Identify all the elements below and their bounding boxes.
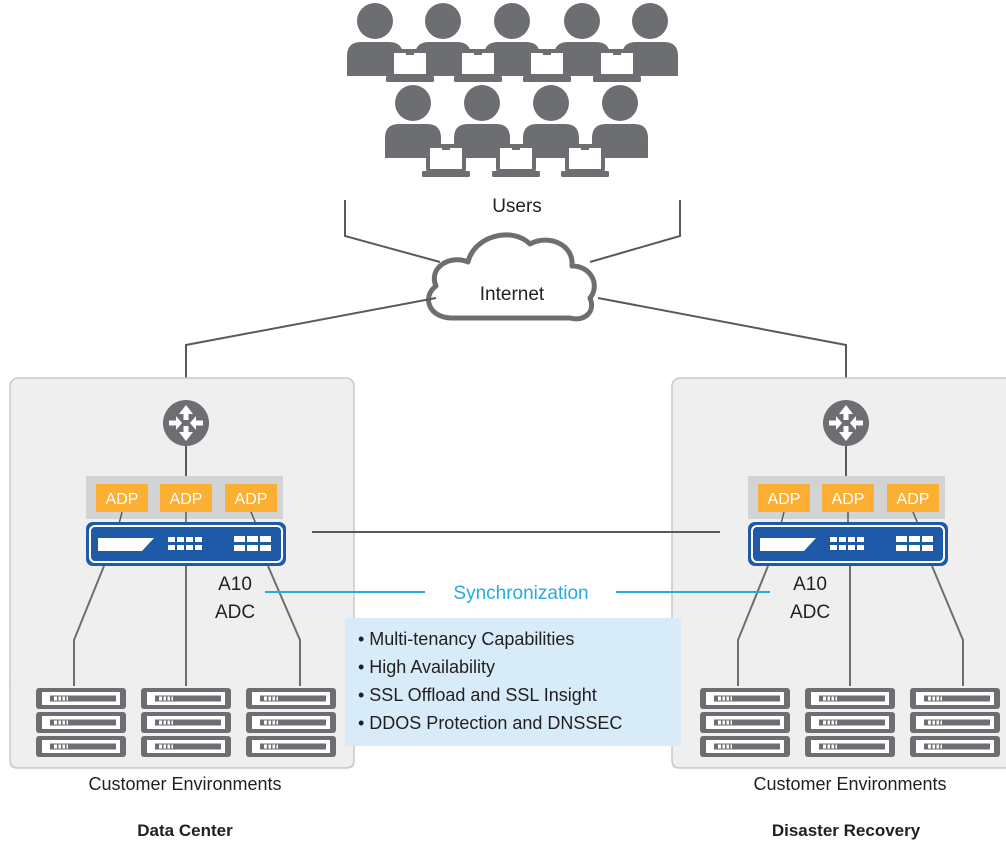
disaster-recovery-site: ADP ADP ADP A10 ADC (700, 400, 1000, 757)
server-icon (246, 712, 336, 733)
site-label-disaster-recovery: Disaster Recovery (772, 821, 921, 840)
server-icon (141, 688, 231, 709)
adp-module (225, 484, 277, 512)
laptop-icon (420, 144, 472, 179)
laptop-icon (591, 49, 643, 84)
capability-item: • High Availability (358, 657, 495, 677)
server-icon (910, 736, 1000, 757)
customer-environments-label: Customer Environments (88, 774, 281, 794)
adc-label-line2: ADC (790, 602, 830, 623)
adp-label: ADP (897, 491, 930, 508)
adp-label: ADP (170, 491, 203, 508)
adp-module (758, 484, 810, 512)
users-label: Users (492, 196, 542, 217)
adp-module (160, 484, 212, 512)
server-icon (36, 688, 126, 709)
server-icon (805, 736, 895, 757)
adc-appliance-icon (85, 521, 287, 567)
sync-label: Synchronization (453, 583, 588, 604)
router-icon (163, 400, 209, 446)
adp-label: ADP (235, 491, 268, 508)
cloud-icon (426, 232, 597, 322)
server-icon (805, 712, 895, 733)
server-icon (141, 712, 231, 733)
server-icon (36, 736, 126, 757)
server-icon (246, 688, 336, 709)
laptop-icon (559, 144, 611, 179)
laptop-icon (452, 49, 504, 84)
adp-label: ADP (106, 491, 139, 508)
server-icon (700, 712, 790, 733)
users-connectors (344, 200, 681, 263)
adp-label: ADP (832, 491, 865, 508)
adp-module (822, 484, 874, 512)
users-group (347, 3, 678, 179)
router-icon (823, 400, 869, 446)
server-icon (910, 688, 1000, 709)
server-icon (700, 736, 790, 757)
server-icon (910, 712, 1000, 733)
adc-label-line2: ADC (215, 602, 255, 623)
laptop-icon (490, 144, 542, 179)
site-label-data-center: Data Center (137, 821, 233, 840)
internet-label: Internet (480, 284, 545, 305)
adp-module (887, 484, 939, 512)
server-icon (805, 688, 895, 709)
capabilities-box (345, 618, 681, 746)
capability-item: • Multi-tenancy Capabilities (358, 629, 574, 649)
adc-label-line1: A10 (793, 574, 827, 595)
adp-module (96, 484, 148, 512)
server-icon (700, 688, 790, 709)
capability-item: • SSL Offload and SSL Insight (358, 685, 597, 705)
server-icon (36, 712, 126, 733)
customer-environments-label: Customer Environments (753, 774, 946, 794)
adp-label: ADP (768, 491, 801, 508)
adc-label-line1: A10 (218, 574, 252, 595)
laptop-icon (521, 49, 573, 84)
server-icon (246, 736, 336, 757)
adc-appliance-icon (747, 521, 949, 567)
server-icon (141, 736, 231, 757)
data-center-site: ADP ADP ADP A10 ADC (36, 400, 336, 757)
capability-item: • DDOS Protection and DNSSEC (358, 713, 622, 733)
laptop-icon (384, 49, 436, 84)
